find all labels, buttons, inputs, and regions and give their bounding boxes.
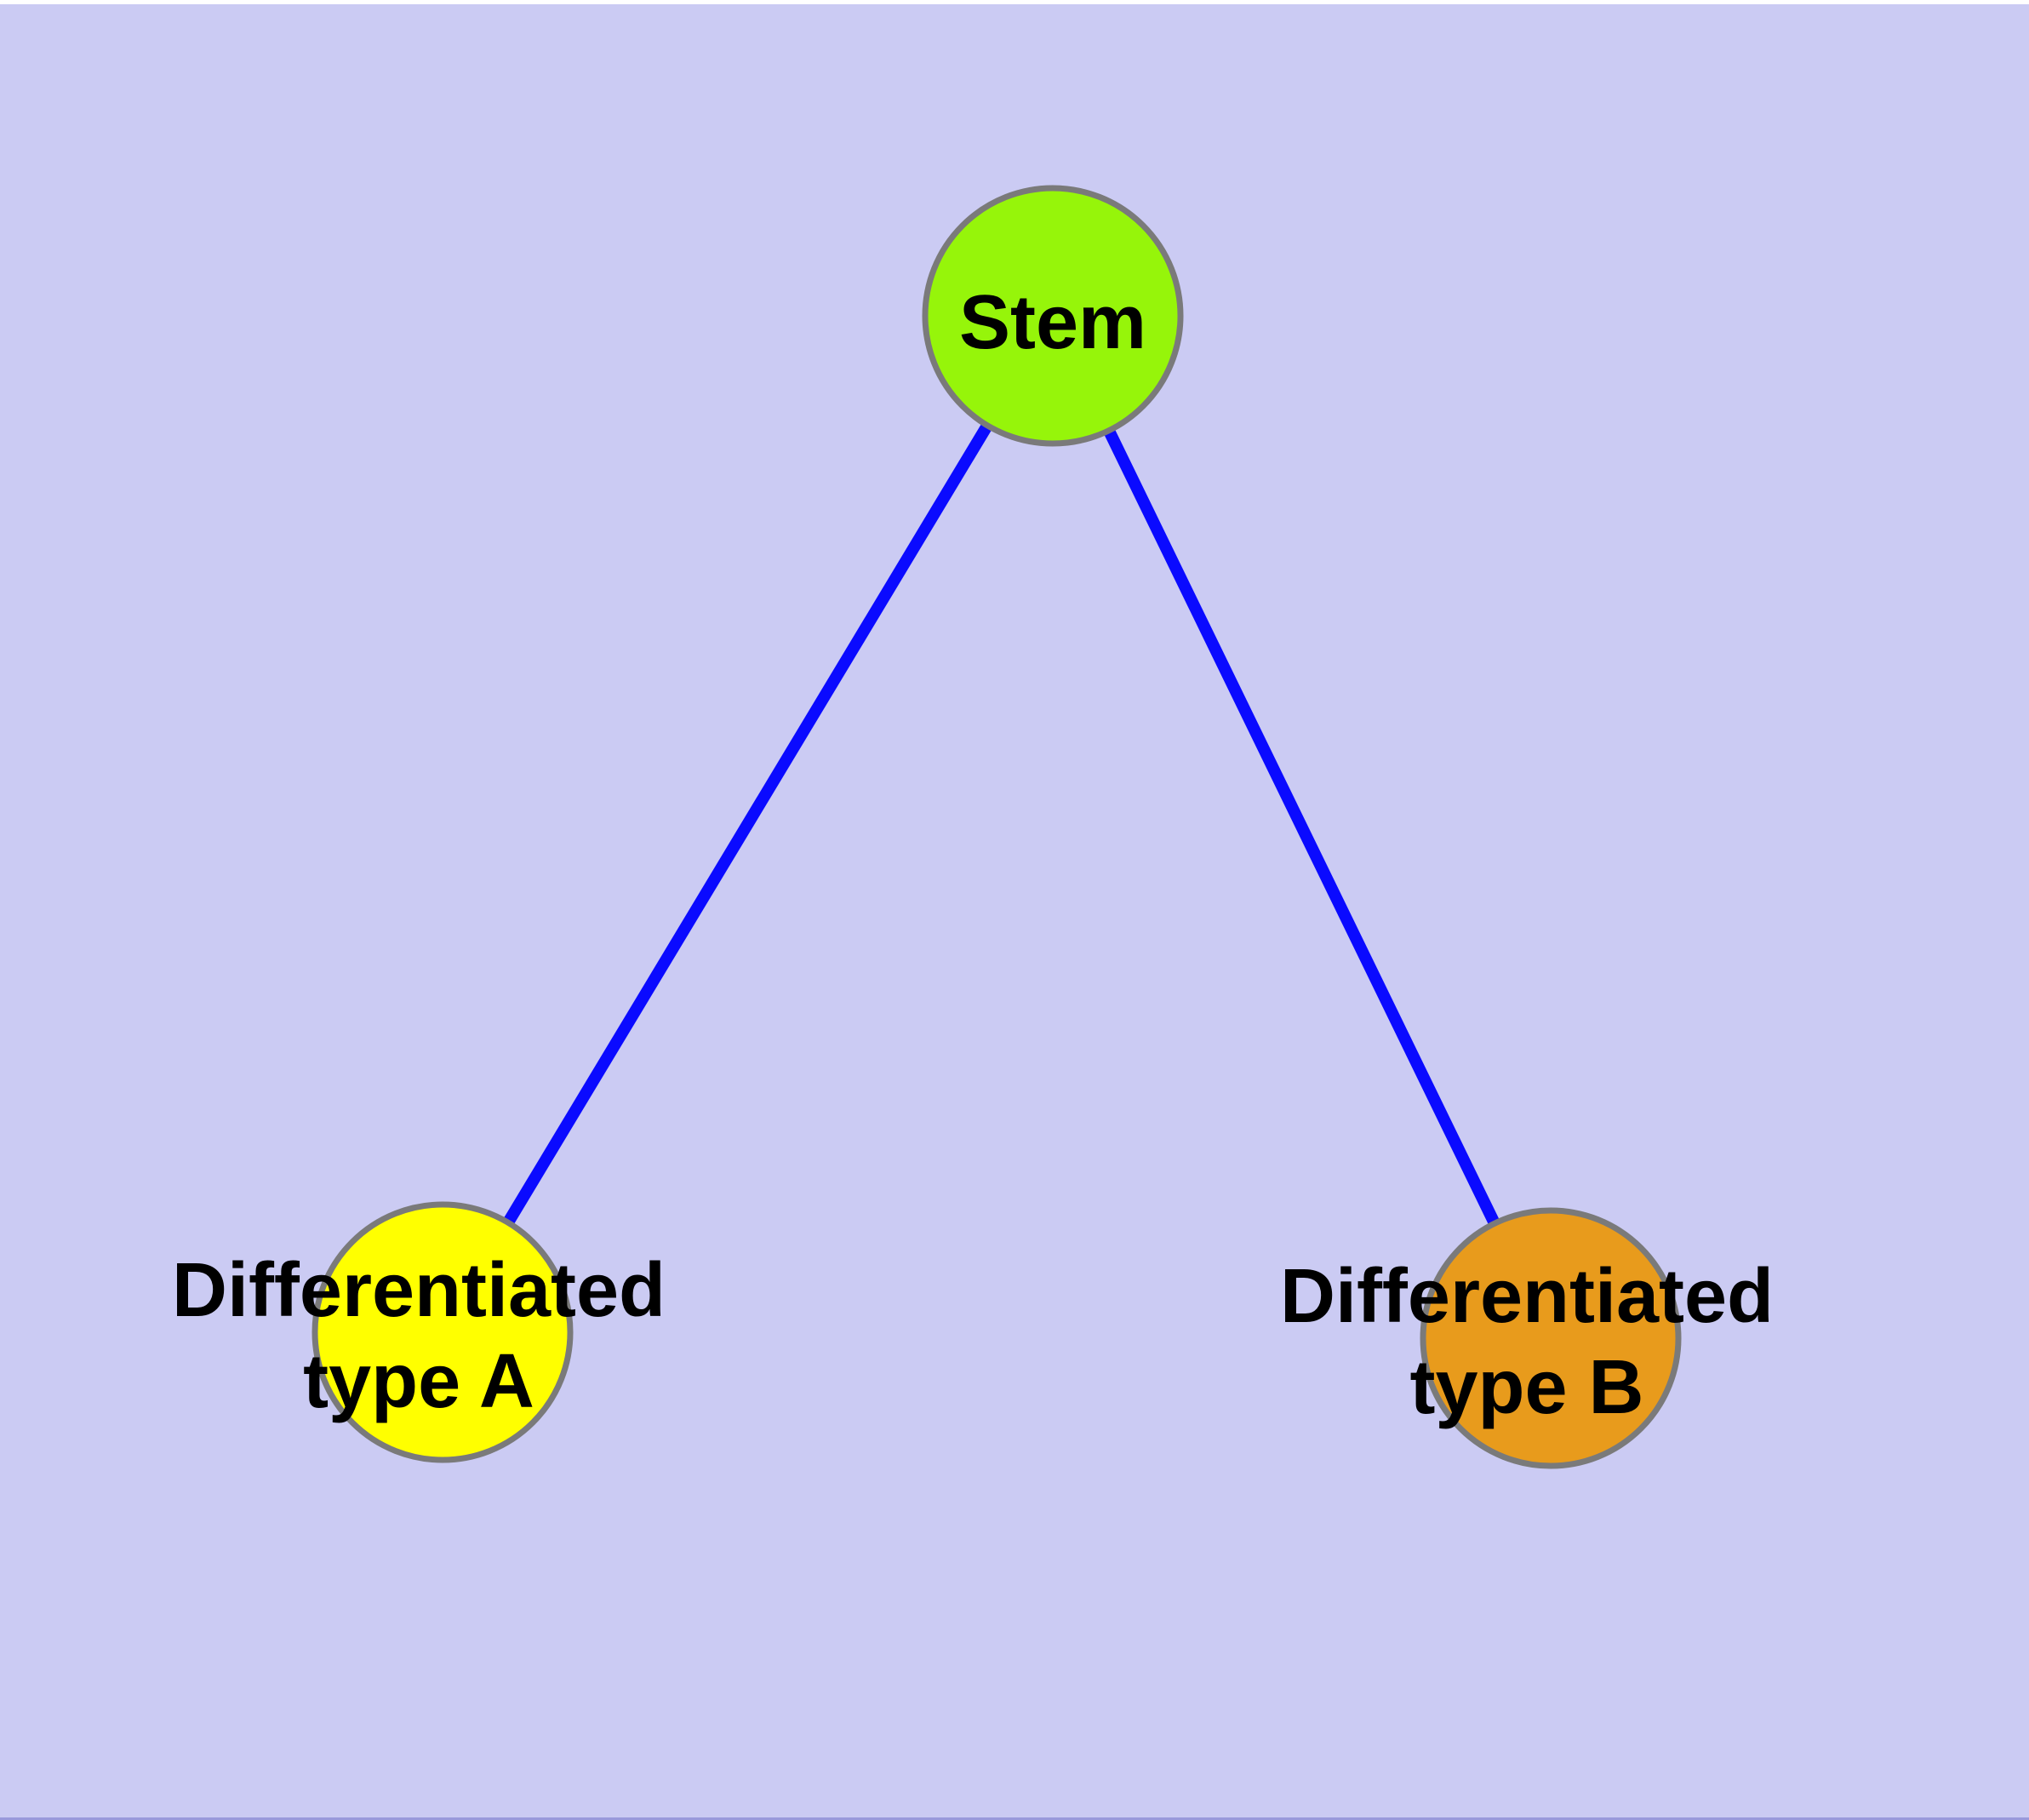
edge-stem-to-differentiated-type-a bbox=[503, 422, 992, 1226]
node-differentiated-type-a-label-line1: Differentiated bbox=[172, 1248, 666, 1333]
node-differentiated-type-a bbox=[311, 1201, 574, 1463]
edge-stem-to-differentiated-type-b bbox=[1103, 427, 1500, 1227]
node-differentiated-type-a-label-line2: type A bbox=[303, 1339, 534, 1424]
node-differentiated-type-b-label-line1: Differentiated bbox=[1280, 1254, 1774, 1339]
node-stem bbox=[922, 185, 1184, 447]
top-border bbox=[0, 0, 2029, 4]
node-differentiated-type-b-label-line2: type B bbox=[1409, 1345, 1643, 1430]
node-differentiated-type-b bbox=[1420, 1207, 1682, 1469]
bottom-border bbox=[0, 1817, 2029, 1820]
node-stem-label: Stem bbox=[959, 280, 1146, 365]
